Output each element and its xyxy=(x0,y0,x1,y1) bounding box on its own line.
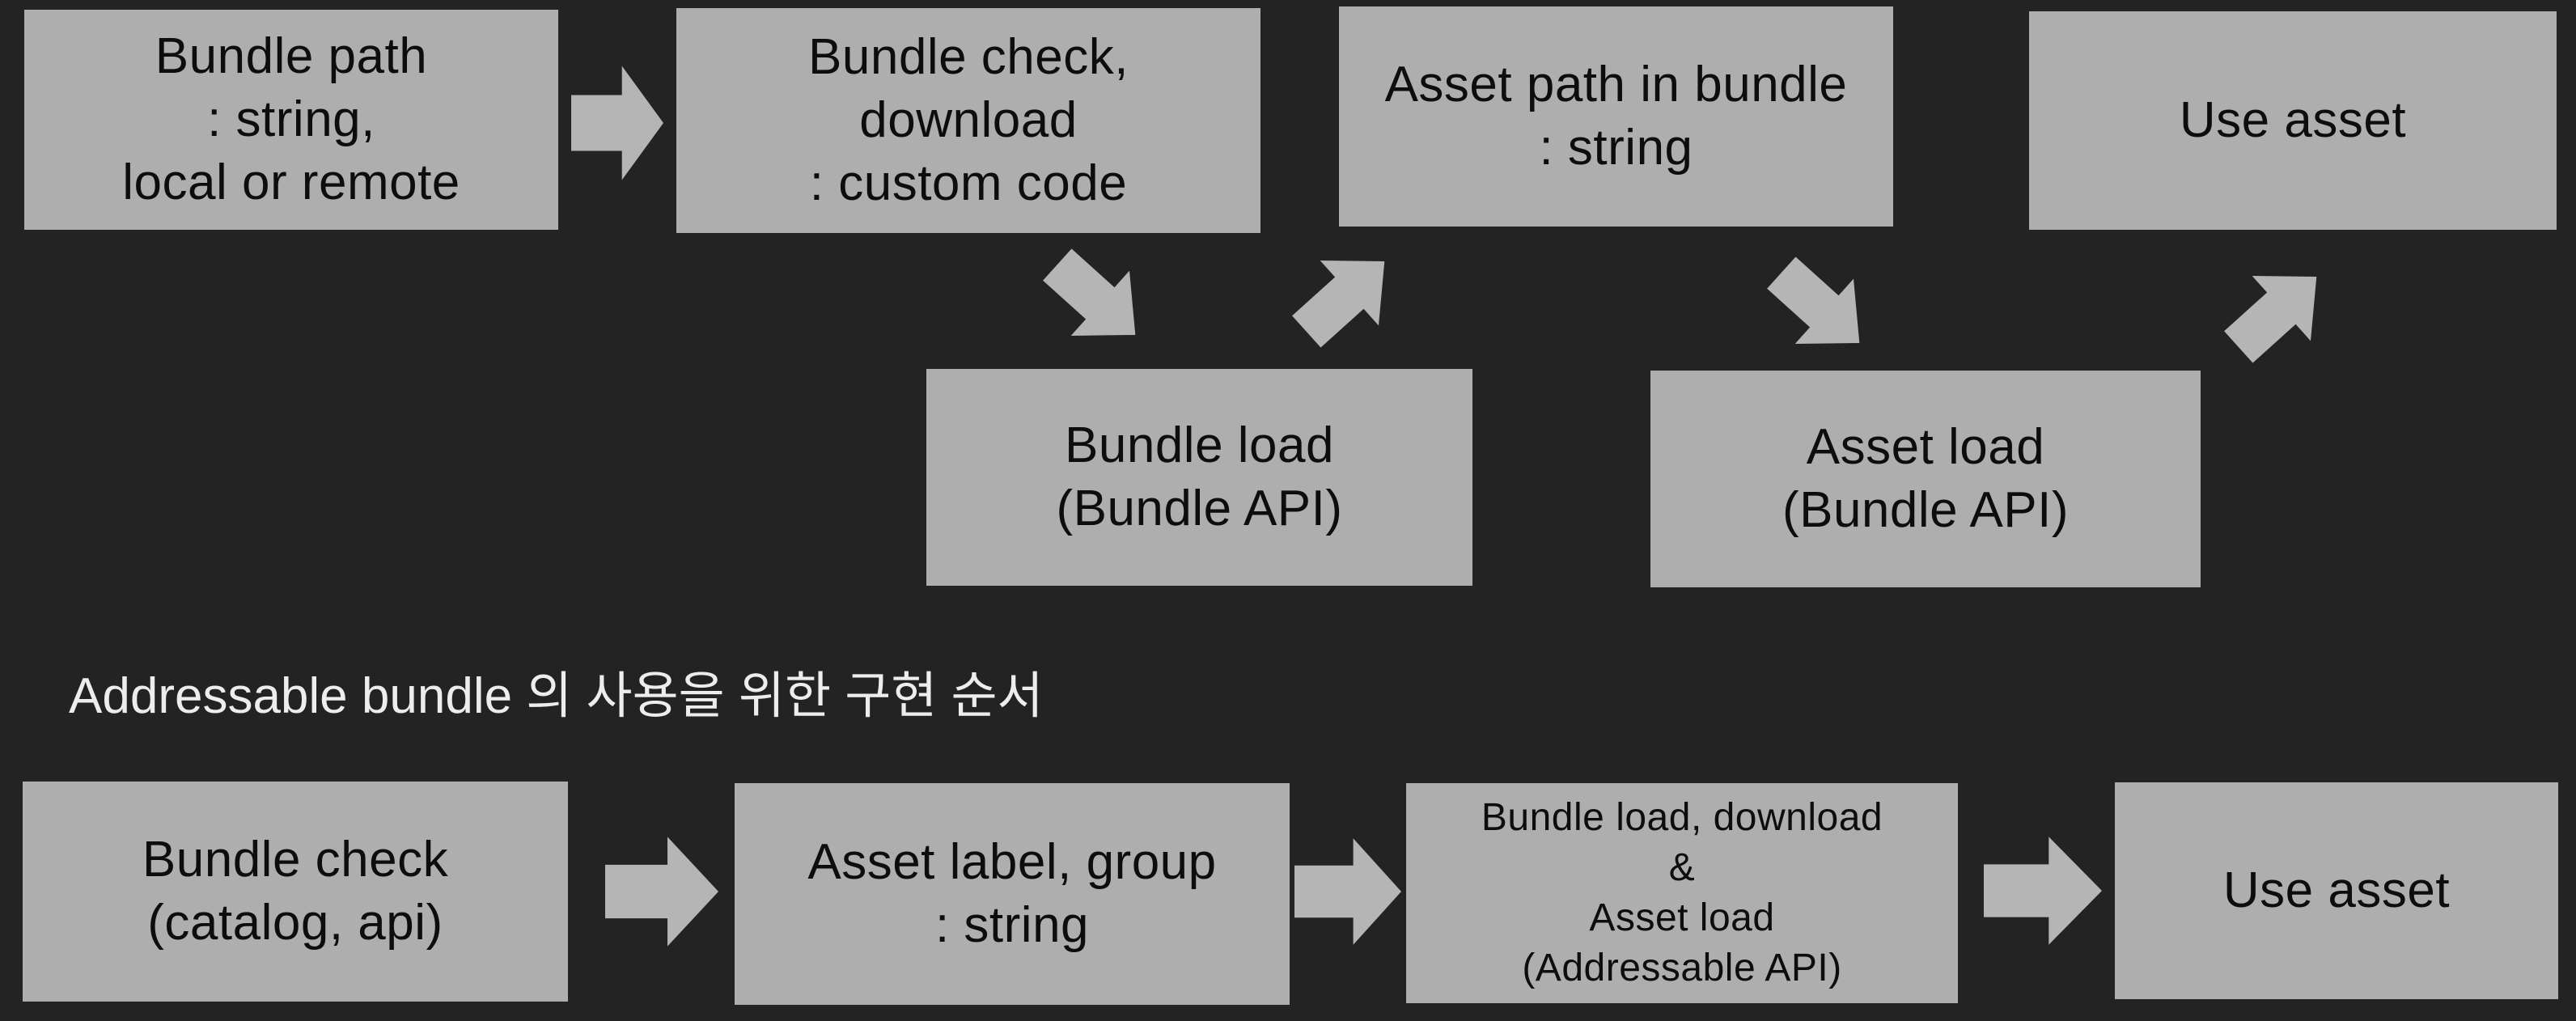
arrow-bundle-load-to-use-asset xyxy=(1984,837,2102,945)
box-text-line: Asset load xyxy=(1589,896,1775,939)
box-text-line: Bundle load xyxy=(1065,417,1334,473)
box-text-line: Bundle check, xyxy=(808,29,1129,85)
flow-box-use-asset-top: Use asset xyxy=(2029,11,2557,230)
flow-box-bundle-asset-load-addressable: Bundle load, download & Asset load (Addr… xyxy=(1406,783,1958,1003)
box-text-line: Asset path in bundle xyxy=(1384,57,1848,112)
box-text-line: local or remote xyxy=(122,155,460,210)
box-text-line: Asset label, group xyxy=(807,834,1217,890)
arrow-bundle-load-to-asset-path xyxy=(1275,227,1416,366)
flow-box-bundle-check-catalog: Bundle check (catalog, api) xyxy=(23,782,568,1002)
box-text-line: : string xyxy=(934,897,1090,953)
flow-box-asset-load: Asset load (Bundle API) xyxy=(1650,371,2201,587)
box-text-line: Bundle check xyxy=(142,832,449,888)
arrow-bundle-check-to-bundle-load xyxy=(1026,230,1167,369)
arrow-bundle-path-to-bundle-check xyxy=(571,66,663,180)
addressable-flow-heading: Addressable bundle 의 사용을 위한 구현 순서 xyxy=(69,668,1044,724)
box-text-line: (Bundle API) xyxy=(1056,481,1343,536)
box-text-line: & xyxy=(1668,846,1696,889)
arrow-asset-path-to-asset-load xyxy=(1750,238,1891,377)
box-text-line: Use asset xyxy=(2222,862,2451,918)
flow-box-asset-path-in-bundle: Asset path in bundle : string xyxy=(1339,6,1893,227)
arrow-asset-load-to-use-asset xyxy=(2207,242,2348,381)
box-text-line: Asset load xyxy=(1806,419,2045,475)
box-text-line: (Bundle API) xyxy=(1782,482,2070,538)
box-text-line: (catalog, api) xyxy=(147,895,443,951)
box-text-line: Use asset xyxy=(2179,92,2407,148)
arrow-bundle-check-to-asset-label xyxy=(605,837,718,947)
box-text-line: download xyxy=(859,92,1078,148)
flow-box-use-asset-bottom: Use asset xyxy=(2115,782,2558,999)
arrow-asset-label-to-bundle-load xyxy=(1294,838,1401,945)
flow-box-bundle-path: Bundle path : string, local or remote xyxy=(24,10,558,230)
flow-box-bundle-check-download: Bundle check, download : custom code xyxy=(676,8,1260,233)
flow-box-bundle-load: Bundle load (Bundle API) xyxy=(926,369,1472,586)
box-text-line: Bundle path xyxy=(155,28,428,84)
box-text-line: : string xyxy=(1539,120,1693,176)
flow-box-asset-label-group: Asset label, group : string xyxy=(735,783,1290,1005)
box-text-line: : string, xyxy=(207,91,375,147)
box-text-line: : custom code xyxy=(809,155,1128,211)
box-text-line: (Addressable API) xyxy=(1522,947,1842,989)
box-text-line: Bundle load, download xyxy=(1481,796,1883,839)
